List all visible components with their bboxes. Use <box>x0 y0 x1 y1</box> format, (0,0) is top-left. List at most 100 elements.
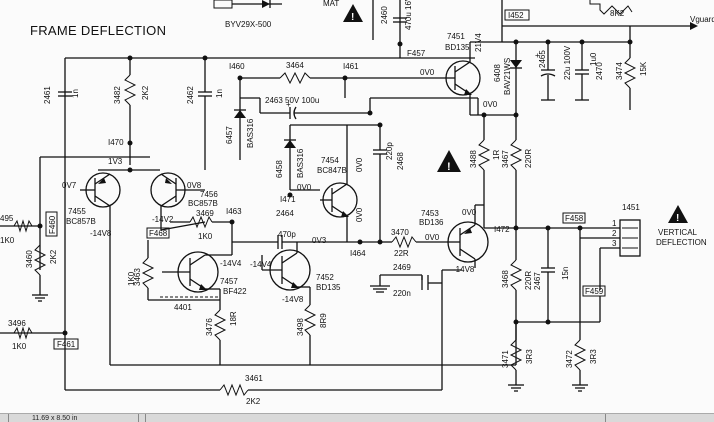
svg-text:!: ! <box>676 213 679 224</box>
svg-text:495: 495 <box>0 214 14 223</box>
svg-text:2469: 2469 <box>393 263 411 272</box>
svg-text:0V0: 0V0 <box>462 208 477 217</box>
tag-f458: F458 <box>565 214 584 223</box>
svg-text:220n: 220n <box>393 289 411 298</box>
svg-text:BD136: BD136 <box>419 218 444 227</box>
svg-text:15n: 15n <box>561 267 570 280</box>
svg-text:0V0: 0V0 <box>297 183 312 192</box>
svg-text:21V4: 21V4 <box>474 33 483 52</box>
svg-text:7451: 7451 <box>447 32 465 41</box>
svg-text:1n: 1n <box>215 89 224 98</box>
warning-icon-center <box>437 150 461 172</box>
tag-f460: F460 <box>48 215 57 234</box>
node-i463: I463 <box>226 207 242 216</box>
svg-text:BC857B: BC857B <box>188 199 218 208</box>
svg-text:7454: 7454 <box>321 156 339 165</box>
svg-text:2K2: 2K2 <box>246 397 261 406</box>
svg-text:7452: 7452 <box>316 273 334 282</box>
svg-text:7456: 7456 <box>200 190 218 199</box>
warning-icon-right <box>668 205 688 223</box>
svg-text:1V3: 1V3 <box>108 157 123 166</box>
svg-text:-14V4: -14V4 <box>220 259 242 268</box>
svg-text:3463: 3463 <box>133 268 142 286</box>
svg-text:3467: 3467 <box>501 150 510 168</box>
node-i471: I471 <box>280 195 296 204</box>
svg-text:7455: 7455 <box>68 207 86 216</box>
svg-text:3472: 3472 <box>565 350 574 368</box>
status-bar: 11.69 x 8.50 in <box>0 413 714 422</box>
svg-text:6408: 6408 <box>493 64 502 82</box>
svg-text:0V7: 0V7 <box>62 181 77 190</box>
svg-text:4401: 4401 <box>174 303 192 312</box>
svg-text:3464: 3464 <box>286 61 304 70</box>
svg-text:1u0: 1u0 <box>589 52 598 66</box>
page-size-readout: 11.69 x 8.50 in <box>32 415 78 422</box>
svg-text:+: + <box>286 100 291 109</box>
svg-text:3: 3 <box>612 239 617 248</box>
svg-text:1451: 1451 <box>622 203 640 212</box>
tag-f457: F457 <box>407 49 426 58</box>
svg-text:3476: 3476 <box>205 318 214 336</box>
svg-text:3482: 3482 <box>113 86 122 104</box>
warning-icon-top <box>343 4 363 22</box>
svg-text:0V0: 0V0 <box>483 100 498 109</box>
svg-text:2K2: 2K2 <box>49 249 58 264</box>
node-i464: I464 <box>350 249 366 258</box>
svg-text:1R: 1R <box>492 150 501 160</box>
svg-text:-14V8: -14V8 <box>90 229 112 238</box>
svg-text:3468: 3468 <box>501 270 510 288</box>
svg-text:3496: 3496 <box>8 319 26 328</box>
schematic-drawing: BYV29X-500 MAT ! FRAME DEFLECTION 2460 4… <box>0 0 714 406</box>
svg-text:3R3: 3R3 <box>589 349 598 364</box>
svg-text:2460: 2460 <box>380 6 389 24</box>
svg-text:BD135: BD135 <box>316 283 341 292</box>
svg-text:8R9: 8R9 <box>319 313 328 328</box>
svg-text:2462: 2462 <box>186 86 195 104</box>
tag-f468: F468 <box>149 229 168 238</box>
svg-text:BC857B: BC857B <box>66 217 96 226</box>
svg-text:2461: 2461 <box>43 86 52 104</box>
top-diode-symbol <box>262 0 270 8</box>
svg-text:220p: 220p <box>385 142 394 160</box>
svg-text:2K2: 2K2 <box>141 85 150 100</box>
svg-text:1n: 1n <box>71 89 80 98</box>
svg-text:6457: 6457 <box>225 126 234 144</box>
svg-text:2468: 2468 <box>396 152 405 170</box>
connector-label-line2: DEFLECTION <box>656 238 707 247</box>
top-box <box>213 0 233 9</box>
node-i461: I461 <box>343 62 359 71</box>
svg-text:3460: 3460 <box>25 250 34 268</box>
svg-text:220R: 220R <box>524 149 533 168</box>
svg-text:2464: 2464 <box>276 209 294 218</box>
svg-text:6458: 6458 <box>275 160 284 178</box>
svg-text:3470: 3470 <box>391 228 409 237</box>
svg-text:15K: 15K <box>639 61 648 76</box>
svg-text:1: 1 <box>612 219 617 228</box>
svg-text:0V0: 0V0 <box>355 157 364 172</box>
svg-text:2470: 2470 <box>595 62 604 80</box>
svg-text:3469: 3469 <box>196 209 214 218</box>
svg-text:1K0: 1K0 <box>127 271 136 286</box>
svg-text:2: 2 <box>612 229 617 238</box>
svg-text:0V0: 0V0 <box>420 68 435 77</box>
vguard-label: Vguard <box>690 15 714 24</box>
svg-text:+: + <box>535 51 540 60</box>
svg-text:0V0: 0V0 <box>355 207 364 222</box>
svg-text:BD135: BD135 <box>445 43 470 52</box>
svg-text:!: ! <box>447 161 451 173</box>
svg-text:7457: 7457 <box>220 277 238 286</box>
svg-text:3461: 3461 <box>245 374 263 383</box>
svg-text:BC847B: BC847B <box>317 166 347 175</box>
node-i470: I470 <box>108 138 124 147</box>
svg-text:8K2: 8K2 <box>610 9 625 18</box>
connector-label-line1: VERTICAL <box>658 228 698 237</box>
svg-text:-14V8: -14V8 <box>453 265 475 274</box>
svg-text:-14V2: -14V2 <box>152 215 174 224</box>
mat-label: MAT <box>323 0 339 8</box>
svg-text:!: ! <box>351 12 354 23</box>
svg-text:BAS316: BAS316 <box>246 118 255 148</box>
svg-text:-14V8: -14V8 <box>282 295 304 304</box>
svg-text:3471: 3471 <box>501 350 510 368</box>
svg-text:2465: 2465 <box>538 50 547 68</box>
